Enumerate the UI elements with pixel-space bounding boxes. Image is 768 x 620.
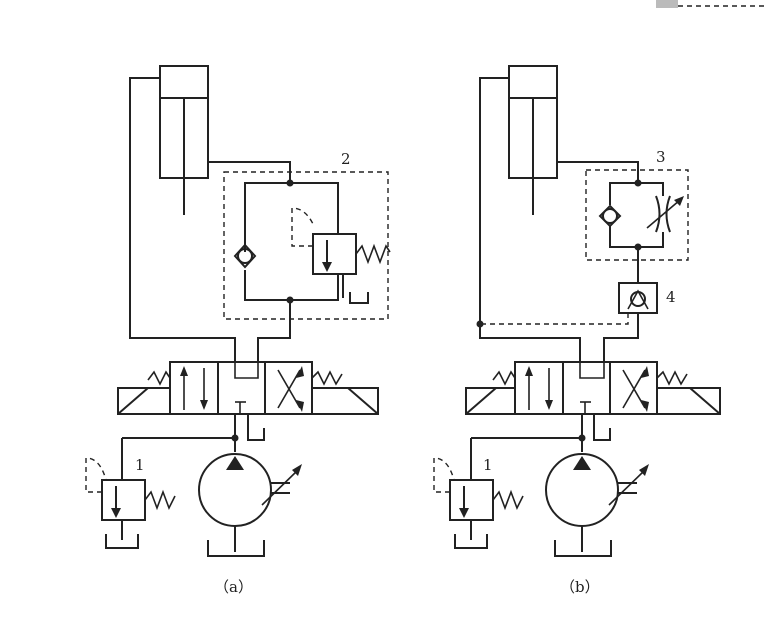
pipe-a-left bbox=[129, 77, 236, 362]
valve-2-internals bbox=[233, 179, 391, 304]
label-relief-1-b: 1 bbox=[483, 456, 493, 474]
caption-a: （a） bbox=[214, 578, 253, 596]
label-relief-1-a: 1 bbox=[135, 456, 145, 474]
directional-valve-a bbox=[117, 361, 379, 415]
relief-valve-a bbox=[85, 457, 176, 549]
label-valve-2: 2 bbox=[341, 150, 351, 168]
hydraulic-cylinder-a bbox=[159, 65, 209, 215]
pipe-b-rod bbox=[557, 161, 639, 183]
pilot-line-b bbox=[480, 313, 629, 325]
check-valve-4 bbox=[618, 282, 658, 314]
label-check-4: 4 bbox=[666, 288, 676, 306]
variable-pump-a bbox=[198, 453, 302, 557]
pipe-a-rod bbox=[208, 161, 291, 183]
pipe-b-mid bbox=[603, 313, 639, 362]
pipe-a-mid bbox=[257, 300, 291, 362]
relief-valve-b bbox=[433, 457, 524, 549]
valve-2-enclosure bbox=[223, 171, 389, 320]
circuit-b: 3 4 1 （b） bbox=[433, 65, 721, 596]
pipe-b-left bbox=[479, 77, 581, 362]
circuit-a: 2 1 （a） bbox=[85, 65, 391, 596]
directional-valve-b bbox=[465, 361, 721, 415]
corner-mark bbox=[656, 0, 768, 8]
variable-pump-b bbox=[545, 453, 649, 557]
hydraulic-cylinder-b bbox=[508, 65, 558, 215]
pipe-b-supply bbox=[470, 414, 611, 480]
label-valve-3: 3 bbox=[656, 148, 666, 166]
pipe-a-supply bbox=[121, 414, 265, 480]
caption-b: （b） bbox=[560, 578, 600, 596]
valve-3-internals bbox=[598, 179, 684, 251]
